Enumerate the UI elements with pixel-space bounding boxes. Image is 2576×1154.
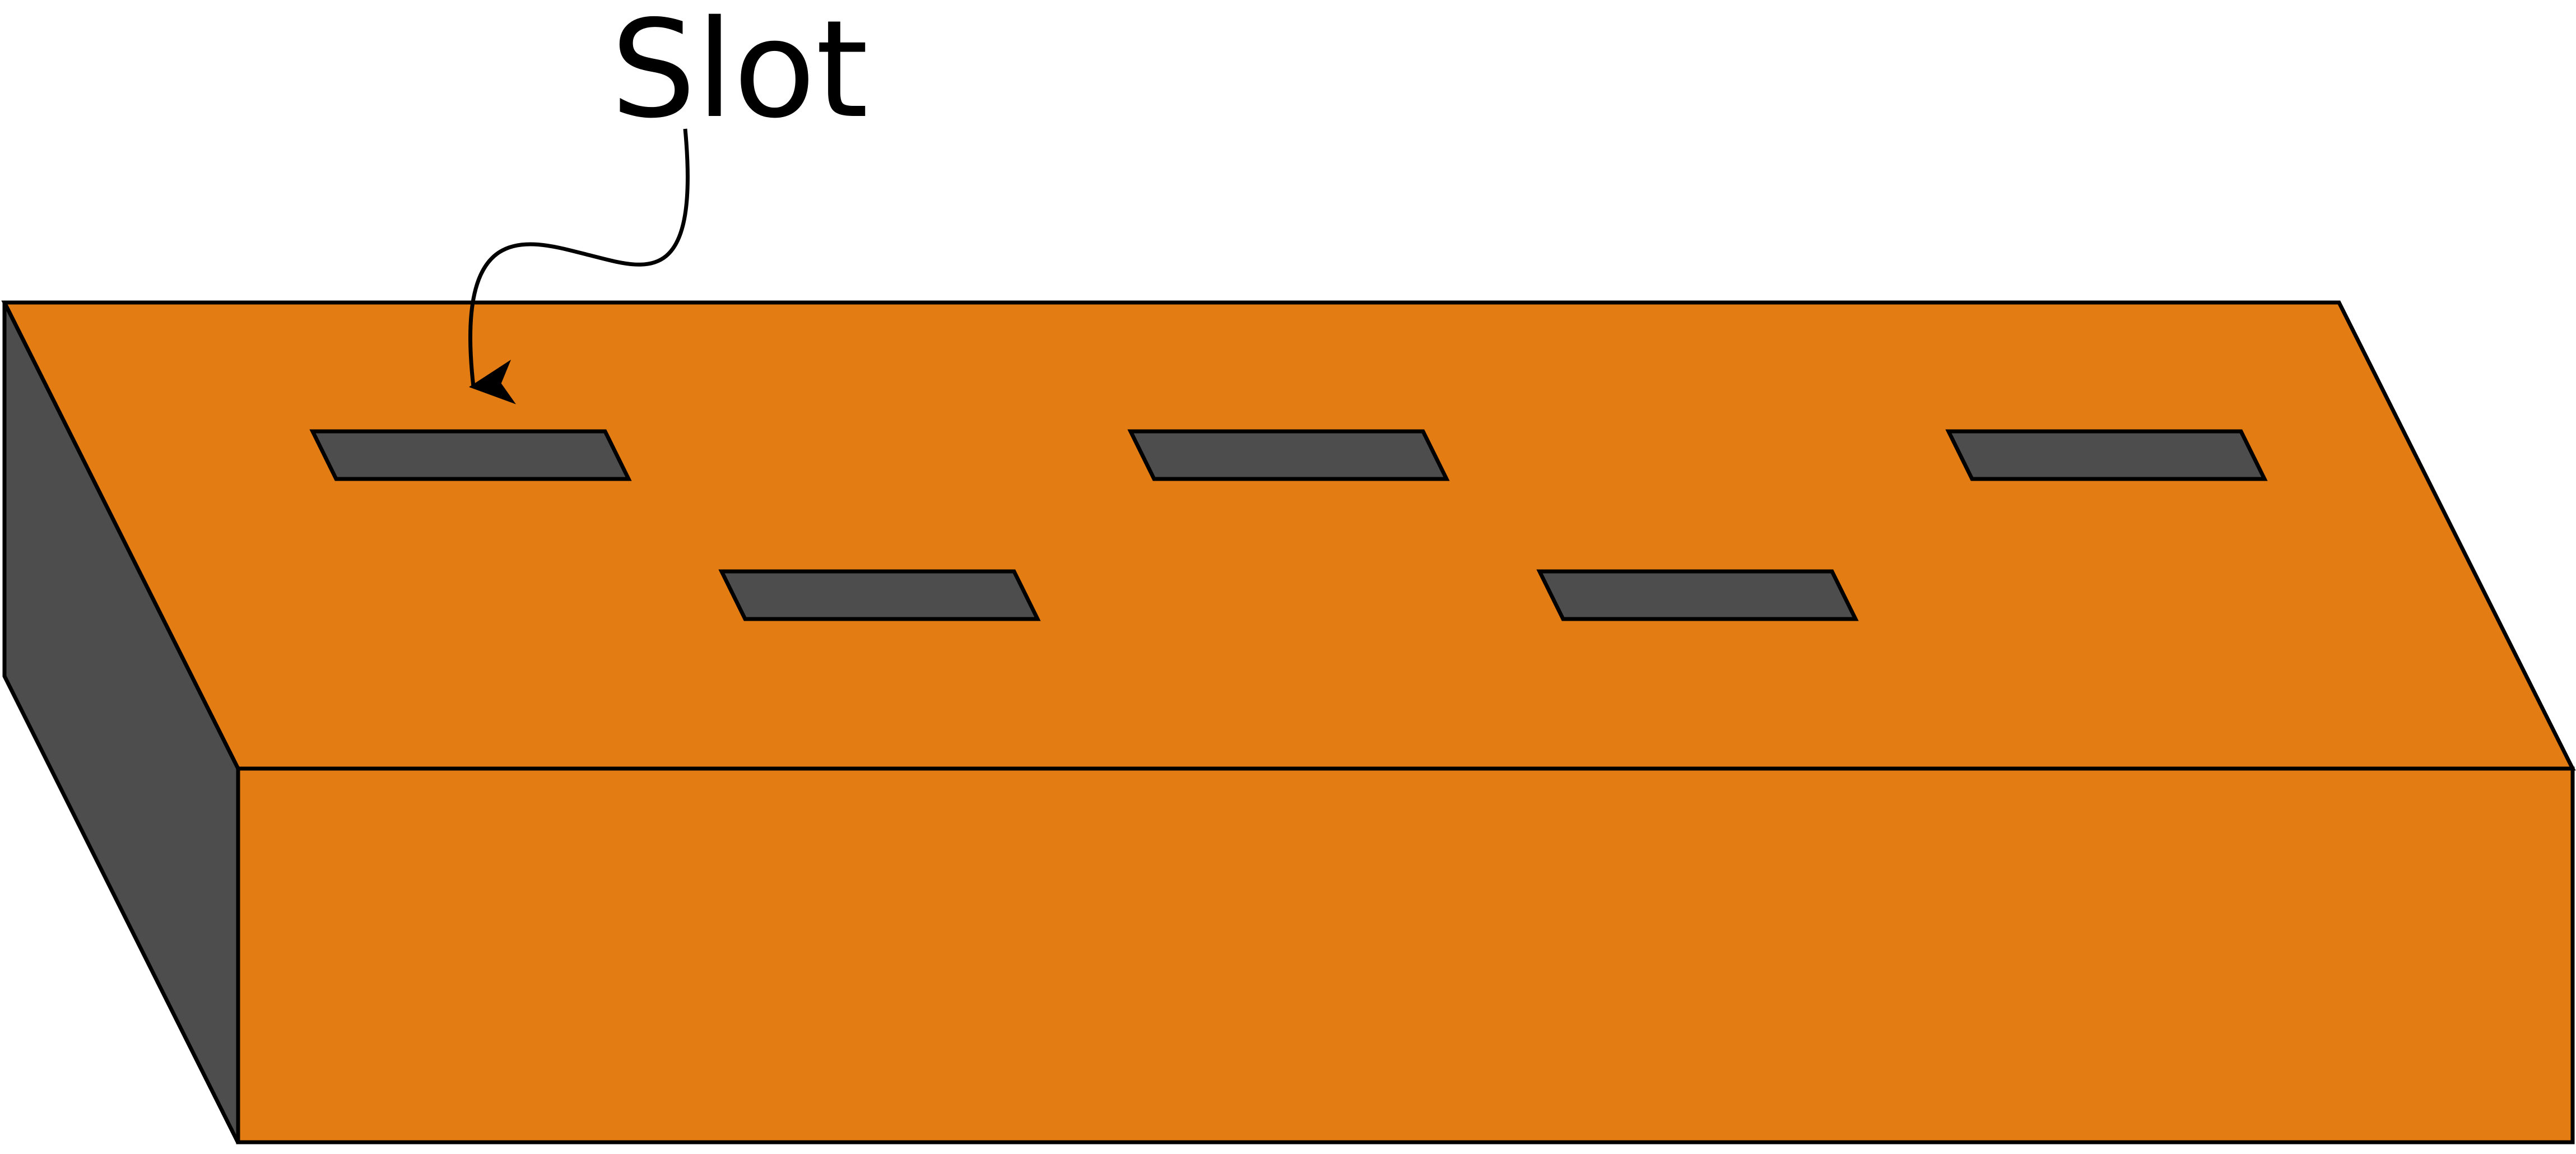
slot-label: Slot [611,0,868,148]
slot-opening [1536,569,1859,621]
slot-pointer-arrow [468,128,690,404]
block-top-face [1,300,2576,771]
slot-opening [1127,429,1450,481]
slot-opening [309,429,632,481]
slot-opening [718,569,1041,621]
block-front-face [236,766,2575,1144]
slots-group [309,429,2268,621]
slot-opening [1945,429,2268,481]
